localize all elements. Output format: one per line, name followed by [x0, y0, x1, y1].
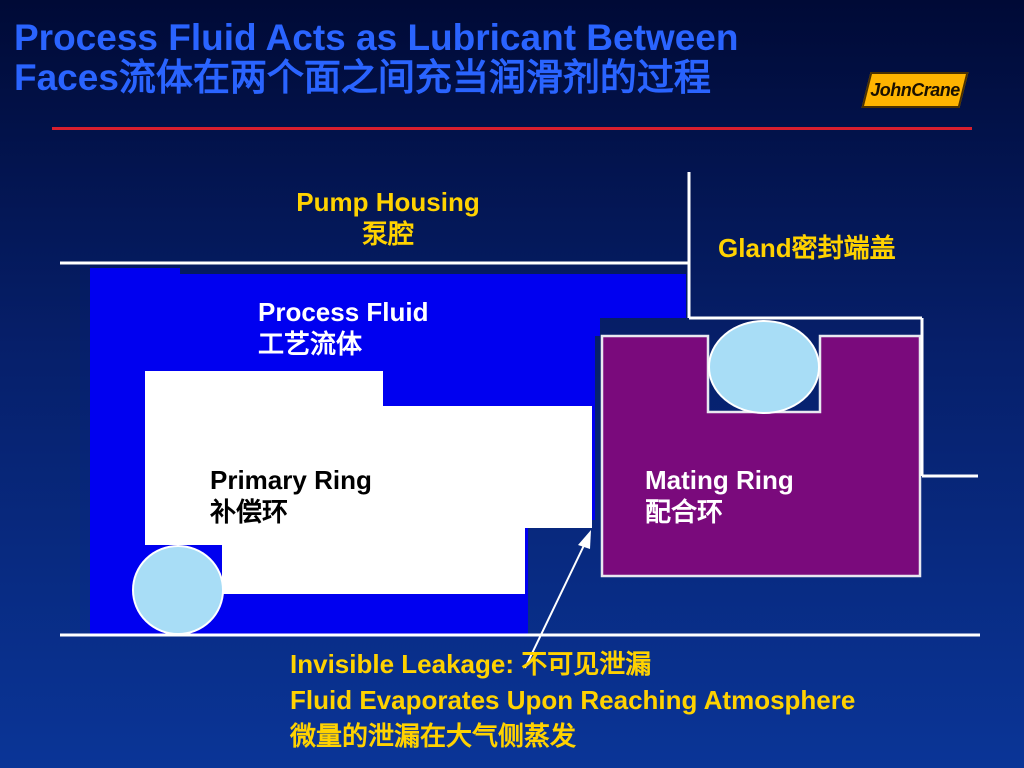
process-fluid-label-en: Process Fluid — [258, 297, 429, 327]
gland-label-text: Gland密封端盖 — [718, 233, 896, 263]
pump-housing-label-zh: 泵腔 — [361, 219, 414, 249]
leakage-label-line-2: Fluid Evaporates Upon Reaching Atmospher… — [290, 685, 856, 715]
title-line-2: Faces流体在两个面之间充当润滑剂的过程 — [14, 57, 711, 98]
john-crane-logo: JohnCrane — [861, 72, 969, 108]
process-fluid-label: Process Fluid 工艺流体 — [258, 296, 429, 360]
logo-text: JohnCrane — [870, 80, 960, 100]
leakage-arrow-head — [578, 530, 591, 549]
page-title: Process Fluid Acts as Lubricant Between … — [14, 18, 738, 98]
leakage-label-line-3: 微量的泄漏在大气侧蒸发 — [290, 721, 577, 751]
primary-ring-shape — [145, 371, 592, 594]
mating-ring-o-ring — [708, 320, 820, 414]
leakage-arrow-line — [524, 536, 589, 669]
primary-ring-label: Primary Ring 补偿环 — [210, 464, 372, 528]
leakage-label-line-1: Invisible Leakage: 不可见泄漏 — [290, 649, 652, 679]
mating-ring-shape — [600, 334, 922, 578]
title-line-1: Process Fluid Acts as Lubricant Between — [14, 17, 739, 58]
title-divider — [52, 127, 972, 130]
mating-ring-label-en: Mating Ring — [645, 465, 794, 495]
pump-housing-label-en: Pump Housing — [296, 187, 480, 217]
primary-ring-label-en: Primary Ring — [210, 465, 372, 495]
primary-ring-o-ring — [132, 545, 224, 635]
pump-housing-label: Pump Housing 泵腔 — [274, 186, 502, 250]
gland-label: Gland密封端盖 — [718, 232, 896, 264]
gland-region — [691, 268, 926, 318]
primary-ring-label-zh: 补偿环 — [210, 497, 289, 527]
mating-ring-label-zh: 配合环 — [645, 497, 724, 527]
process-fluid-label-zh: 工艺流体 — [258, 329, 363, 359]
mating-ring-label: Mating Ring 配合环 — [645, 464, 794, 528]
leakage-label: Invisible Leakage: 不可见泄漏 Fluid Evaporate… — [290, 646, 855, 754]
